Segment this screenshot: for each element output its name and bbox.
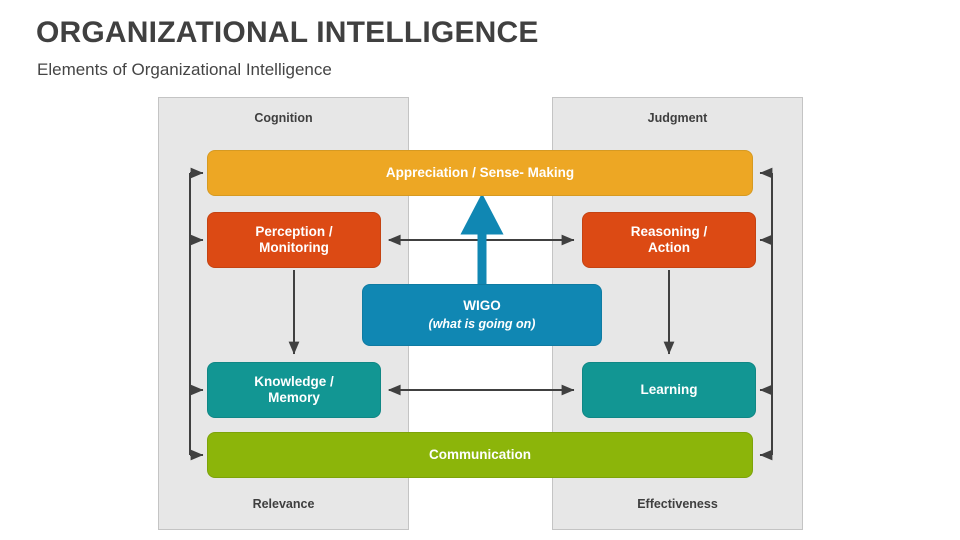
node-wigo-subtitle: (what is going on)	[428, 316, 536, 331]
node-learning[interactable]: Learning	[582, 362, 756, 418]
node-appreciation-label: Appreciation / Sense- Making	[385, 164, 575, 180]
node-wigo-title: WIGO	[463, 298, 501, 314]
node-perception-monitoring[interactable]: Perception / Monitoring	[207, 212, 381, 268]
page-subtitle: Elements of Organizational Intelligence	[37, 60, 332, 79]
panel-label-effectiveness: Effectiveness	[637, 497, 718, 511]
panel-label-relevance: Relevance	[252, 497, 315, 511]
node-knowledge-label-line1: Knowledge /	[254, 373, 334, 389]
node-communication[interactable]: Communication	[207, 432, 753, 478]
node-learning-label: Learning	[640, 381, 698, 397]
node-knowledge-memory[interactable]: Knowledge / Memory	[207, 362, 381, 418]
node-appreciation-sense-making[interactable]: Appreciation / Sense- Making	[207, 150, 753, 196]
node-reasoning-label-line2: Action	[648, 240, 690, 255]
panel-label-cognition: Cognition	[254, 111, 313, 125]
node-wigo[interactable]: WIGO (what is going on)	[362, 284, 602, 346]
node-perception-label-line2: Monitoring	[259, 240, 329, 255]
node-reasoning-action[interactable]: Reasoning / Action	[582, 212, 756, 268]
node-knowledge-label-line2: Memory	[268, 390, 320, 405]
page-title: ORGANIZATIONAL INTELLIGENCE	[36, 16, 539, 49]
panel-label-judgment: Judgment	[647, 111, 708, 125]
node-communication-label: Communication	[428, 446, 531, 462]
node-reasoning-label-line1: Reasoning /	[630, 223, 708, 239]
node-perception-label-line1: Perception /	[255, 223, 333, 239]
